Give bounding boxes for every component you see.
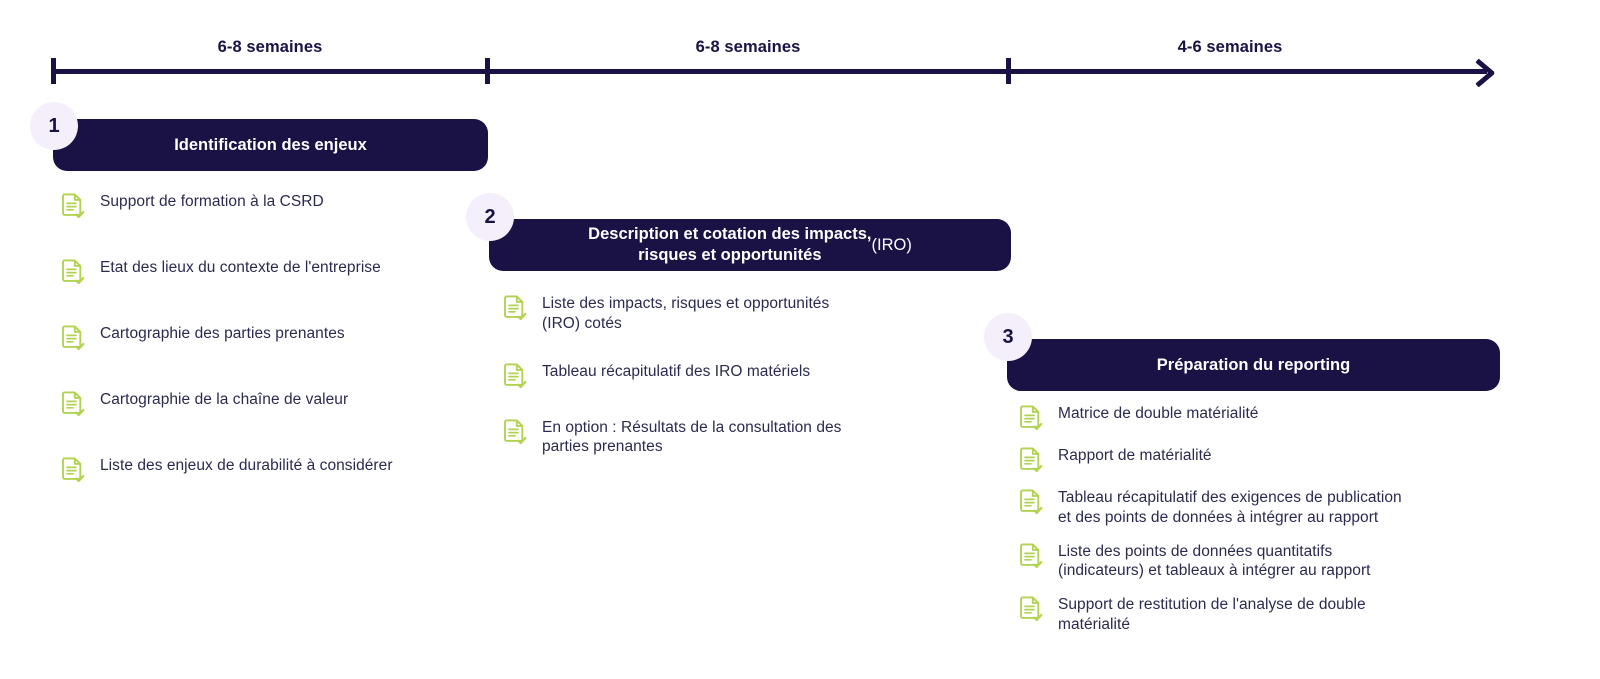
deliverable-item: Cartographie des parties prenantes <box>62 324 482 352</box>
document-check-icon <box>504 295 528 322</box>
document-check-icon <box>504 419 528 446</box>
phase-number-badge-2: 2 <box>466 193 514 241</box>
document-check-icon <box>62 259 86 286</box>
deliverable-label: Cartographie des parties prenantes <box>100 325 345 342</box>
deliverable-item: Liste des enjeux de durabilité à considé… <box>62 456 482 484</box>
document-check-icon <box>62 457 86 484</box>
phase-title-bar-1[interactable]: Identification des enjeux <box>53 119 488 171</box>
deliverable-item: Matrice de double matérialité <box>1020 404 1510 432</box>
phase-number-badge-3: 3 <box>984 313 1032 361</box>
deliverable-label: Liste des impacts, risques et opportunit… <box>542 295 830 332</box>
deliverables-list-2: Liste des impacts, risques et opportunit… <box>504 294 944 485</box>
deliverable-label: Tableau récapitulatif des IRO matériels <box>542 362 811 380</box>
timeline-duration-label-2: 6-8 semaines <box>695 38 801 56</box>
deliverable-label: Tableau récapitulatif des exigences de p… <box>1058 489 1402 526</box>
deliverable-label: Etat des lieux du contexte de l'entrepri… <box>100 259 381 276</box>
deliverable-label: En option : Résultats de la consultation… <box>542 418 842 456</box>
deliverable-item: Etat des lieux du contexte de l'entrepri… <box>62 258 482 286</box>
deliverable-label: Liste des enjeux de durabilité à considé… <box>100 457 393 474</box>
deliverable-item: Rapport de matérialité <box>1020 446 1510 474</box>
document-check-icon <box>1020 489 1044 516</box>
phase-title-bar-3[interactable]: Préparation du reporting <box>1007 339 1500 391</box>
deliverable-label: Rapport de matérialité <box>1058 447 1212 464</box>
deliverable-item: Cartographie de la chaîne de valeur <box>62 390 482 418</box>
document-check-icon <box>62 193 86 220</box>
phase-title-text-3: Préparation du reporting <box>1156 355 1351 374</box>
phase-title-text-1: Identification des enjeux <box>174 135 367 154</box>
deliverable-item: Liste des impacts, risques et opportunit… <box>504 294 944 334</box>
document-check-icon <box>1020 405 1044 432</box>
deliverables-list-1: Support de formation à la CSRD Etat des l… <box>62 192 482 522</box>
timeline-tick-2 <box>1006 58 1011 84</box>
phase-title-text-2: Description et cotation des impacts, ris… <box>588 225 872 264</box>
phase-title-bar-2[interactable]: Description et cotation des impacts, ris… <box>489 219 1011 271</box>
timeline-duration-label-1: 6-8 semaines <box>217 38 323 56</box>
deliverable-label: Support de formation à la CSRD <box>100 193 324 210</box>
deliverable-item: Support de formation à la CSRD <box>62 192 482 220</box>
document-check-icon <box>1020 596 1044 623</box>
deliverable-item: En option : Résultats de la consultation… <box>504 418 944 458</box>
deliverable-label: Liste des points de données quantitatifs… <box>1058 542 1371 580</box>
deliverable-item: Tableau récapitulatif des exigences de p… <box>1020 488 1510 528</box>
deliverable-item: Tableau récapitulatif des IRO matériels <box>504 362 944 390</box>
deliverable-label: Support de restitution de l'analyse de d… <box>1058 596 1366 634</box>
phase-title-suffix-2: (IRO) <box>871 235 912 254</box>
deliverable-item: Support de restitution de l'analyse de d… <box>1020 595 1510 635</box>
phase-number-badge-1: 1 <box>30 102 78 150</box>
document-check-icon <box>62 391 86 418</box>
document-check-icon <box>1020 543 1044 570</box>
timeline-duration-label-3: 4-6 semaines <box>1177 38 1283 56</box>
document-check-icon <box>504 363 528 390</box>
document-check-icon <box>1020 447 1044 474</box>
timeline-tick-1 <box>485 58 490 84</box>
timeline-tick-0 <box>51 58 56 84</box>
deliverable-label: Matrice de double matérialité <box>1058 405 1259 422</box>
deliverable-item: Liste des points de données quantitatifs… <box>1020 542 1510 582</box>
document-check-icon <box>62 325 86 352</box>
deliverable-label: Cartographie de la chaîne de valeur <box>100 391 349 408</box>
timeline-axis-line <box>53 69 1487 74</box>
